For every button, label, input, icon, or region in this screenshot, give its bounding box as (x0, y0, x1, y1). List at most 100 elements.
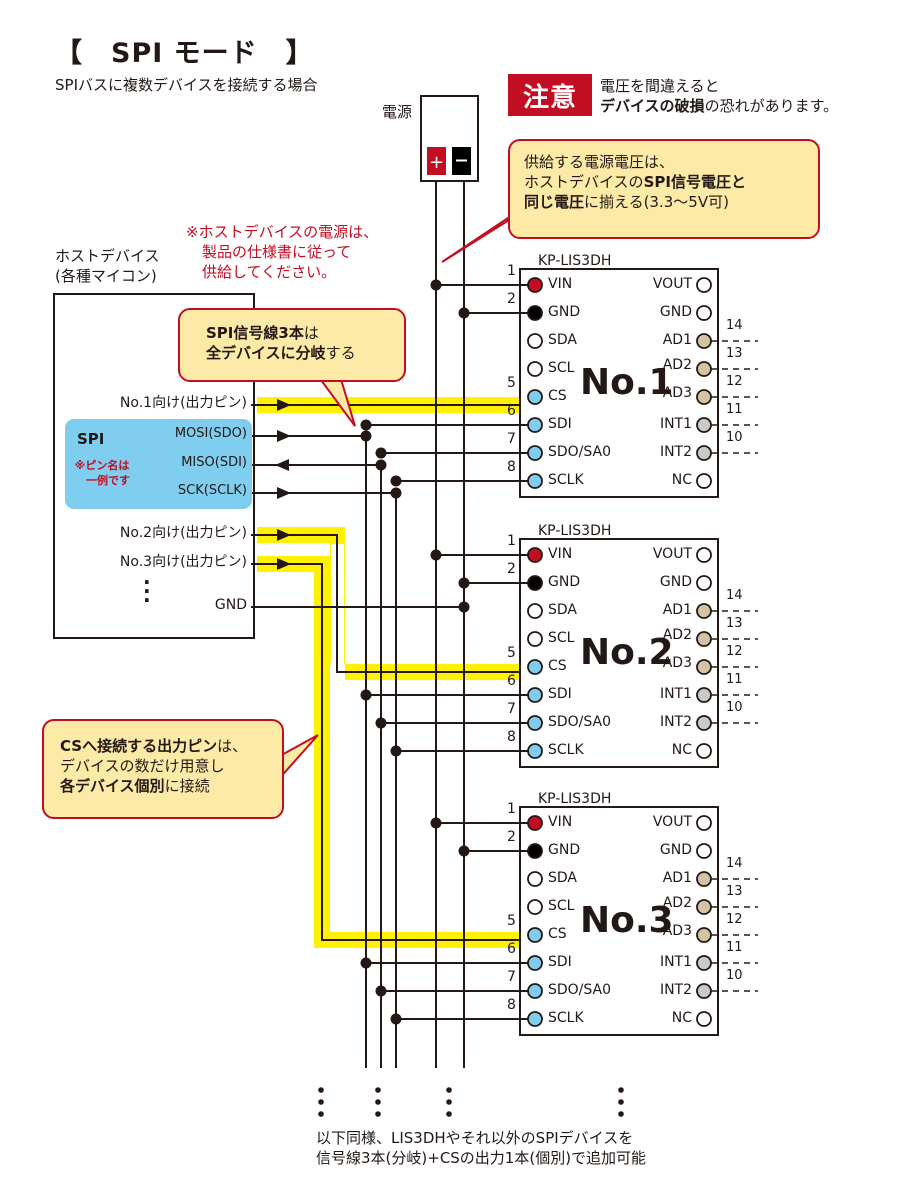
pin-number-right: 13 (726, 616, 743, 631)
pin-number-left: 1 (507, 263, 516, 279)
pin-label-right: GND (659, 842, 692, 858)
host-power-note: ※ホストデバイスの電源は、 製品の仕様書に従って 供給してください。 (186, 222, 378, 282)
pin-label-right: AD3 (662, 923, 692, 939)
junction-dot (360, 689, 372, 701)
spi-branch-line1: SPI信号線3本は (206, 324, 319, 342)
pin-number-left: 5 (507, 375, 516, 391)
pin-number-left: 1 (507, 801, 516, 817)
page-title: 【 SPI モード 】 (55, 38, 314, 69)
cs2-highlight (257, 527, 519, 680)
host-power-note-line3: 供給してください。 (202, 263, 337, 281)
footer-note: 以下同様、LIS3DHやそれ以外のSPIデバイスを 信号線3本(分岐)+CSの出… (316, 1128, 646, 1168)
pin-label-left: CS (548, 388, 567, 404)
host-power-note-line1: ※ホストデバイスの電源は、 (186, 223, 379, 241)
pin-number-left: 8 (507, 729, 516, 745)
pin-label-left: GND (548, 304, 581, 320)
pin-gnd-icon (527, 843, 543, 859)
spi-branch-line2-bold: 全デバイスに分岐 (206, 344, 326, 362)
device-model-label: KP-LIS3DH (538, 791, 612, 807)
junction-dot (375, 985, 387, 997)
junction-dot (390, 487, 402, 499)
pin-label-right: GND (659, 304, 692, 320)
pin-number-right: 10 (726, 430, 743, 445)
pin-label-right: VOUT (652, 546, 692, 562)
device-model-label: KP-LIS3DH (538, 253, 612, 269)
cs-callout-line1-rest: は、 (217, 737, 248, 755)
pin-label-left: SCL (548, 630, 575, 646)
junction-dot (390, 745, 402, 757)
pin-label-left: VIN (548, 814, 573, 830)
junction-dot (360, 419, 372, 431)
device-number-label: No.3 (580, 900, 674, 941)
pin-number-right: 12 (726, 644, 743, 659)
pin-label-right: AD2 (662, 357, 692, 373)
pin-gnd-icon (696, 843, 712, 859)
continuation-dot (375, 1099, 381, 1105)
voltage-callout-line2-bold: SPI信号電圧と (643, 173, 746, 191)
pin-sclk-icon (527, 473, 543, 489)
pin-ad1-icon (696, 871, 712, 887)
continuation-dot (618, 1111, 624, 1117)
arrow-right-icon (277, 487, 291, 499)
host-power-note-line2: 製品の仕様書に従って (202, 243, 352, 261)
pin-label-left: SDA (548, 332, 577, 348)
cs-callout-line1-bold: CSへ接続する出力ピン (60, 737, 218, 755)
warning-line1: 電圧を間違えると (600, 77, 720, 95)
host-signal-label: No.3向け(出力ピン) (119, 554, 247, 570)
pin-number-right: 10 (726, 968, 743, 983)
cs-callout-line2: デバイスの数だけ用意し (60, 757, 225, 775)
pin-sdo-sa0-icon (527, 445, 543, 461)
arrow-right-icon (277, 399, 291, 411)
pin-int1-icon (696, 955, 712, 971)
pin-number-right: 12 (726, 374, 743, 389)
pin-label-right: INT2 (659, 444, 692, 460)
footer-note-line2: 信号線3本(分岐)+CSの出力1本(個別)で追加可能 (316, 1149, 647, 1167)
pin-vin-icon (527, 547, 543, 563)
pin-label-right: NC (671, 1010, 692, 1026)
pin-gnd-icon (696, 575, 712, 591)
pin-gnd-icon (696, 305, 712, 321)
spi-group-note-line1: ※ピン名は (74, 459, 130, 472)
host-device-label-line2: (各種マイコン) (55, 267, 157, 285)
cs-callout-line3-rest: に接続 (164, 777, 210, 795)
pin-label-right: GND (659, 574, 692, 590)
spi-pin-group (65, 419, 252, 509)
pin-vin-icon (527, 277, 543, 293)
pin-gnd-icon (527, 305, 543, 321)
junction-dot (458, 845, 470, 857)
pin-int2-icon (696, 983, 712, 999)
pin-number-right: 14 (726, 588, 743, 603)
pin-number-left: 6 (507, 403, 516, 419)
pin-sdo-sa0-icon (527, 983, 543, 999)
arrow-left-icon (275, 459, 289, 471)
host-signal-label: MISO(SDI) (181, 455, 247, 470)
junction-dot (430, 549, 442, 561)
junction-dot (375, 459, 387, 471)
pin-sdo-sa0-icon (527, 715, 543, 731)
pin-label-left: SDO/SA0 (548, 444, 612, 460)
cs-callout-tail (277, 734, 319, 783)
junction-dot (360, 957, 372, 969)
pin-number-right: 14 (726, 318, 743, 333)
device-chip-outline (519, 538, 719, 768)
cs2-line (251, 534, 519, 673)
voltage-callout: 供給する電源電圧は、 ホストデバイスのSPI信号電圧と 同じ電圧に揃える(3.3… (508, 139, 820, 239)
host-signal-label: SCK(SCLK) (177, 483, 247, 498)
junction-dot (430, 279, 442, 291)
pin-ad2-icon (696, 361, 712, 377)
device-model-label: KP-LIS3DH (538, 523, 612, 539)
pin-number-right: 14 (726, 856, 743, 871)
voltage-callout-line3-bold: 同じ電圧 (524, 193, 585, 211)
pin-label-left: GND (548, 842, 581, 858)
pin-label-right: INT2 (659, 982, 692, 998)
pin-label-left: CS (548, 926, 567, 942)
device-chip-outline (519, 268, 719, 498)
pin-number-right: 10 (726, 700, 743, 715)
junction-dot (390, 475, 402, 487)
host-device-box (53, 293, 255, 639)
pin-label-left: SCL (548, 360, 575, 376)
pin-sclk-icon (527, 743, 543, 759)
pin-sdi-icon (527, 955, 543, 971)
continuation-dot (375, 1087, 381, 1093)
pin-number-left: 8 (507, 997, 516, 1013)
